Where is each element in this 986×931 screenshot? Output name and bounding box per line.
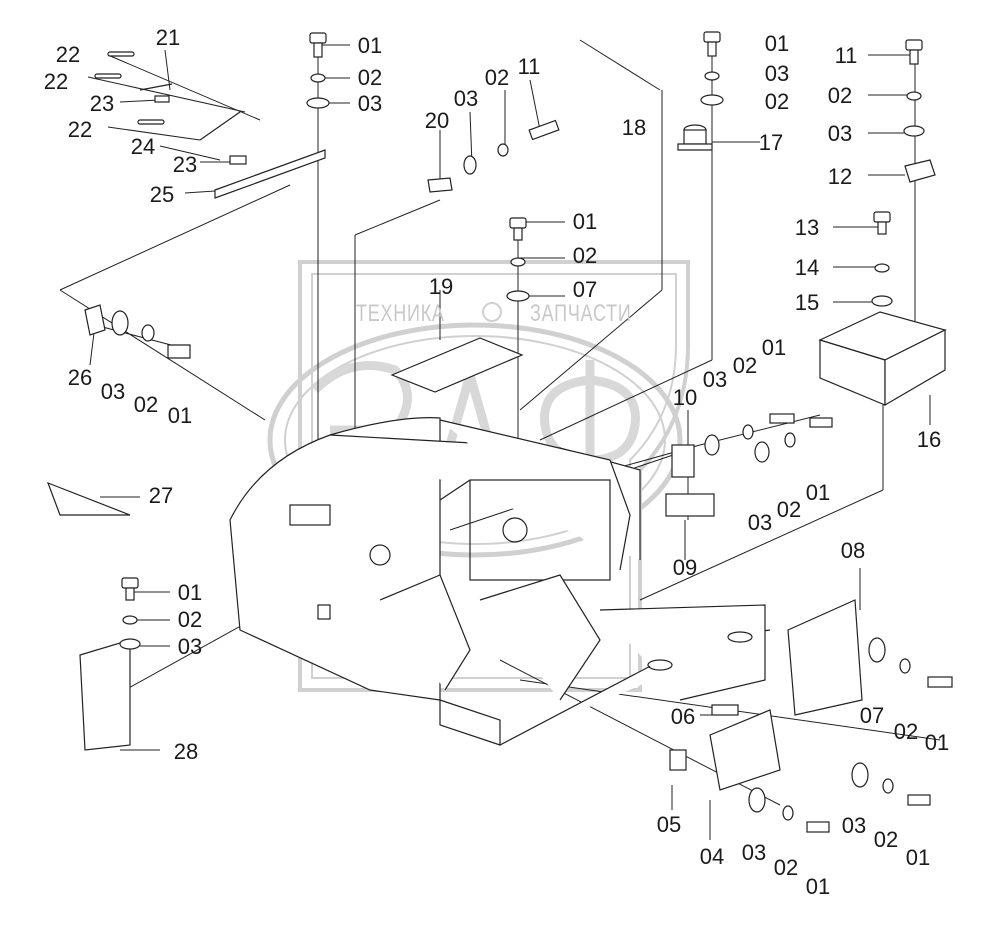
callout-label: 12: [827, 164, 853, 189]
callout-label: 11: [517, 54, 541, 79]
watermark-text-left: ТЕХНИКА: [356, 300, 445, 327]
callout-label: 22: [43, 69, 69, 94]
callout-label: 07: [859, 703, 885, 728]
callout-label: 01: [167, 403, 193, 428]
callout-label: 17: [758, 130, 784, 155]
callout-label: 03: [747, 510, 773, 535]
callout-label: 05: [656, 812, 682, 837]
callout-label: 02: [773, 855, 799, 880]
callout-label: 02: [873, 827, 899, 852]
callout-label: 07: [572, 277, 598, 302]
callout-label: 27: [148, 483, 174, 508]
callout-label: 01: [805, 480, 831, 505]
callout-label: 02: [827, 83, 853, 108]
callout-label: 02: [133, 392, 159, 417]
callout-label: 01: [924, 730, 950, 755]
callout-label: 13: [794, 215, 820, 240]
callout-label: 04: [699, 844, 725, 869]
callout-label: 02: [357, 65, 383, 90]
callout-label: 11: [834, 43, 858, 68]
callout-label: 02: [776, 497, 802, 522]
callout-label: 02: [177, 607, 203, 632]
callout-label: 25: [149, 182, 175, 207]
callout-label: 02: [732, 353, 758, 378]
callout-label: 01: [761, 335, 787, 360]
callout-label: 02: [893, 719, 919, 744]
callout-label: 22: [55, 42, 81, 67]
callout-label: 02: [484, 65, 510, 90]
callout-label: 06: [670, 704, 696, 729]
callout-label: 21: [155, 25, 181, 50]
callout-label: 03: [764, 61, 790, 86]
callout-label: 03: [177, 634, 203, 659]
callout-label: 01: [572, 209, 598, 234]
callout-label: 03: [741, 840, 767, 865]
callout-label: 01: [177, 580, 203, 605]
callout-label: 20: [424, 108, 450, 133]
callout-label: 01: [357, 33, 383, 58]
callout-label: 10: [672, 385, 698, 410]
watermark-text-right: ЗАПЧАСТИ: [530, 300, 632, 327]
callout-label: 01: [764, 31, 790, 56]
callout-label: 24: [130, 134, 156, 159]
callout-label: 22: [67, 117, 93, 142]
callout-label: 02: [572, 243, 598, 268]
callout-label: 08: [840, 538, 866, 563]
callout-label: 01: [905, 845, 931, 870]
callout-label: 19: [428, 274, 454, 299]
callout-label: 01: [805, 874, 831, 899]
callout-label: 03: [702, 367, 728, 392]
callout-label: 03: [453, 86, 479, 111]
callout-label: 03: [827, 121, 853, 146]
callout-label: 03: [841, 813, 867, 838]
callout-label: 14: [794, 255, 820, 280]
callout-label: 18: [621, 115, 647, 140]
callout-label: 23: [89, 91, 115, 116]
callout-label: 15: [794, 290, 820, 315]
callout-label: 09: [672, 555, 698, 580]
callout-label: 26: [67, 365, 93, 390]
part-shapes: [46, 31, 953, 833]
callout-label: 02: [764, 89, 790, 114]
callout-label: 28: [173, 739, 199, 764]
callout-label: 16: [916, 427, 942, 452]
callout-label: 03: [100, 379, 126, 404]
callout-label: 03: [357, 91, 383, 116]
callout-label: 23: [172, 152, 198, 177]
